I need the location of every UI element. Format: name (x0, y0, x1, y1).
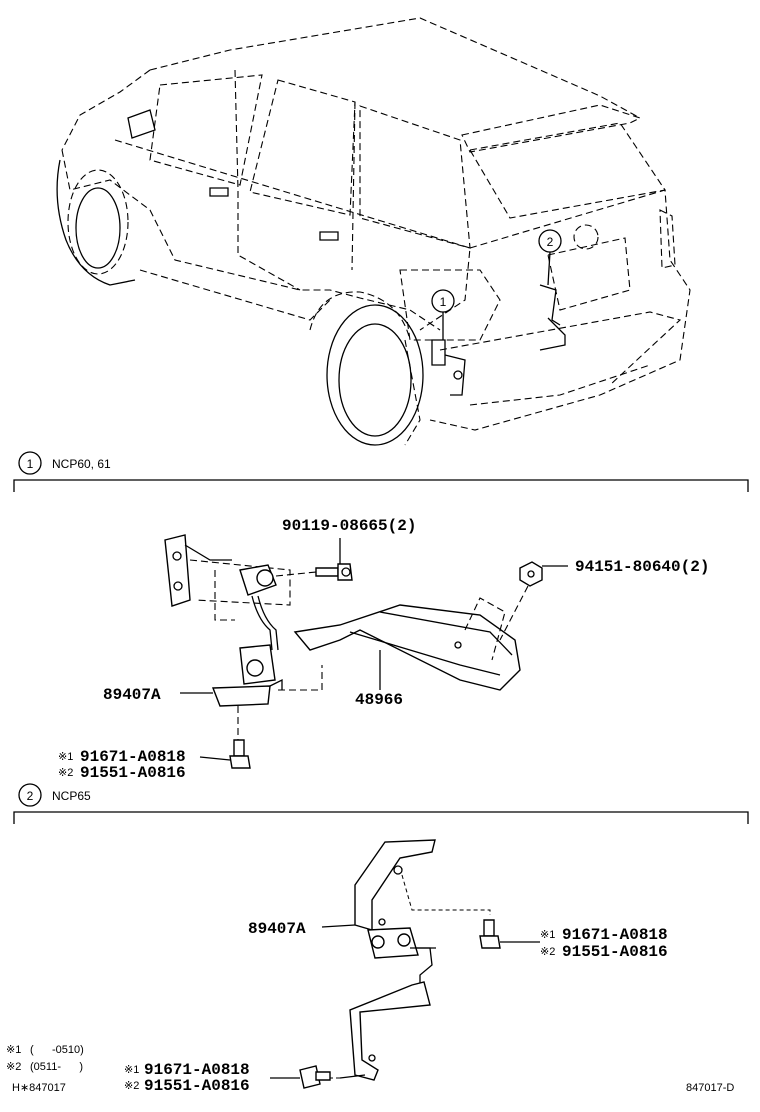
section-1-title: NCP60, 61 (52, 457, 111, 471)
alt-mark-2: ※2 (58, 767, 73, 779)
section-2-artwork (270, 839, 540, 1089)
part-label-90119-08665[interactable]: 90119-08665(2) (282, 517, 416, 535)
note-1-mark: ※1 (6, 1044, 21, 1056)
section-1-badge: 1 (27, 457, 34, 471)
note-1-range: ( -0510) (30, 1044, 84, 1056)
part-label-91551-a0816-right[interactable]: 91551-A0816 (562, 943, 668, 961)
callout-1[interactable]: 1 (431, 289, 455, 340)
section-2-title: NCP65 (52, 789, 91, 803)
section-2-header: 2 NCP65 (13, 783, 749, 824)
note-2-mark: ※2 (6, 1061, 21, 1073)
bottom-mark-1: ※1 (124, 1064, 139, 1076)
part-label-91551-a0816-s1[interactable]: 91551-A0816 (80, 764, 186, 782)
part-label-94151-80640[interactable]: 94151-80640(2) (575, 558, 709, 576)
vehicle-illustration (56, 17, 691, 446)
right-mark-2: ※2 (540, 946, 555, 958)
bottom-mark-2: ※2 (124, 1080, 139, 1092)
callout-2-label: 2 (547, 235, 554, 249)
right-mark-1: ※1 (540, 929, 555, 941)
section-1-artwork (164, 534, 568, 769)
part-label-91551-a0816-bottom[interactable]: 91551-A0816 (144, 1077, 250, 1095)
callout-1-label: 1 (440, 295, 447, 309)
note-2-range: (0511- ) (30, 1061, 83, 1073)
part-label-91671-a0818-right[interactable]: 91671-A0818 (562, 926, 668, 944)
part-label-91671-a0818-s1[interactable]: 91671-A0818 (80, 748, 186, 766)
part-label-89407a-ncp60[interactable]: 89407A (103, 686, 161, 704)
section-1-header: 1 NCP60, 61 (13, 451, 749, 492)
reference-code-left: H∗847017 (12, 1082, 66, 1094)
callout-2[interactable]: 2 (538, 229, 562, 286)
part-label-48966[interactable]: 48966 (355, 691, 403, 709)
part-label-91671-a0818-bottom[interactable]: 91671-A0818 (144, 1061, 250, 1079)
part-label-89407a-ncp65[interactable]: 89407A (248, 920, 306, 938)
section-2-badge: 2 (27, 789, 34, 803)
alt-mark-1: ※1 (58, 751, 73, 763)
reference-code-right: 847017-D (686, 1082, 734, 1094)
